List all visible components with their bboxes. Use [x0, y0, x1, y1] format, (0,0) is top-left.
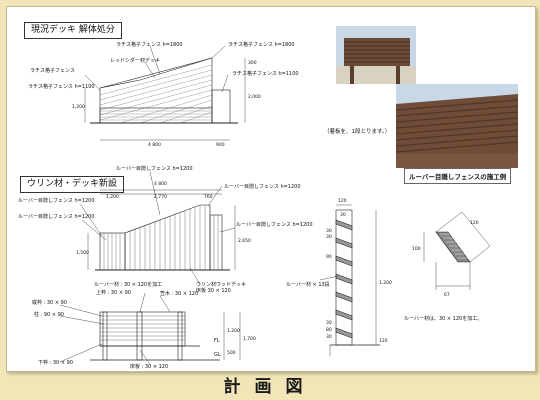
- label-louver-profile: ルーバー材は、30 × 120を加工。: [404, 315, 482, 322]
- dim4-w: 30: [340, 212, 346, 218]
- label-vert: 縦枠 : 30 × 90: [32, 299, 67, 306]
- dim4-d5: 80: [326, 327, 332, 333]
- dim4-top: 120: [338, 198, 347, 204]
- photo-louver-fence: [396, 84, 518, 168]
- label-deck-sub: 床板 30 × 120: [196, 287, 231, 294]
- label-louver-material: ルーバー材 : 30 × 120を加工: [94, 281, 162, 288]
- label-louver-left2: ルーバー目隠しフェンス h=1200: [18, 213, 95, 220]
- dim4-h: 1,200: [379, 280, 392, 286]
- label-louver-x: ルーバー材 × 13段: [286, 281, 330, 288]
- dim4-d2: 30: [326, 234, 332, 240]
- new-deck-elevation: [79, 171, 236, 285]
- label-louver-right: ルーバー目隠しフェンス h=1200: [236, 221, 313, 228]
- dim-h-right: 2,650: [238, 238, 251, 244]
- label-louver-top: ルーバー目隠しフェンス h=1200: [116, 165, 193, 172]
- dim3-total: 1,700: [243, 336, 256, 342]
- label-louver-right-top: ルーバー目隠しフェンス h=1200: [224, 183, 301, 190]
- existing-deck-elevation: [84, 45, 246, 141]
- label-post: 柱 : 90 × 90: [34, 311, 64, 318]
- dim5-a: 120: [470, 220, 479, 226]
- label-deck-material: ウリン材ウッドデッキ: [196, 281, 246, 288]
- dim-total: 4 800: [154, 181, 167, 187]
- dim4-bottom: 120: [379, 338, 388, 344]
- label-lattice-top: ラチス格子フェンス h=1800: [116, 41, 183, 48]
- dim-d3: 760: [204, 194, 213, 200]
- louver-section: [319, 204, 380, 356]
- dim-ext: 900: [216, 142, 225, 148]
- dim-h2: 2,000: [248, 94, 261, 100]
- label-redwood: レッドシダー材デッキ: [110, 57, 160, 64]
- label-floor: 床板 : 30 × 120: [130, 363, 168, 370]
- dim4-d1: 30: [326, 228, 332, 234]
- label-louver-left1: ルーバー目隠しフェンス h=1200: [18, 197, 95, 204]
- label-lattice-right: ラチス格子フェンス h=1100: [232, 70, 299, 77]
- photo-caption: ルーバー目隠しフェンスの施工例: [404, 168, 512, 184]
- dim-h1: 1,200: [72, 104, 85, 110]
- dim4-d6: 30: [326, 334, 332, 340]
- label-bottom-rail: 下枠 : 30 × 90: [38, 359, 73, 366]
- dim4-d3: 90: [326, 254, 332, 260]
- section1-title: 現況デッキ 解体処分: [24, 22, 122, 39]
- label-gl: GL: [214, 352, 221, 358]
- label-lattice-low: ラチス格子フェンス h=1100: [28, 83, 95, 90]
- section2-title: ウリン材・デッキ新設: [20, 176, 125, 193]
- dim-d2: 2,770: [154, 194, 167, 200]
- dim5-b: 100: [412, 246, 421, 252]
- dim-h3: 300: [248, 60, 257, 66]
- dim3-h1: 1,200: [227, 328, 240, 334]
- dim-width: 4 800: [148, 142, 161, 148]
- label-top-rail: 上枠 : 30 × 90: [96, 289, 131, 296]
- label-lattice-right-top: ラチス格子フェンス h=1800: [228, 41, 295, 48]
- dim-h-left: 1,500: [76, 250, 89, 256]
- dim3-h2: 500: [227, 350, 236, 356]
- label-rail: 笠木 : 30 × 120: [160, 290, 198, 297]
- louver-profile: [423, 211, 491, 290]
- dim-d1: 1,200: [106, 194, 119, 200]
- fence-detail: [59, 292, 241, 365]
- dim4-d4: 30: [326, 320, 332, 326]
- label-fl: FL: [214, 338, 220, 344]
- footer-title: 計画図: [223, 377, 317, 397]
- photo-deck-top: [336, 26, 416, 84]
- photo-note: （着板を、1段とります。）: [322, 126, 393, 136]
- dim5-c: 67: [444, 292, 450, 298]
- label-lattice-left: ラチス格子フェンス: [30, 67, 75, 74]
